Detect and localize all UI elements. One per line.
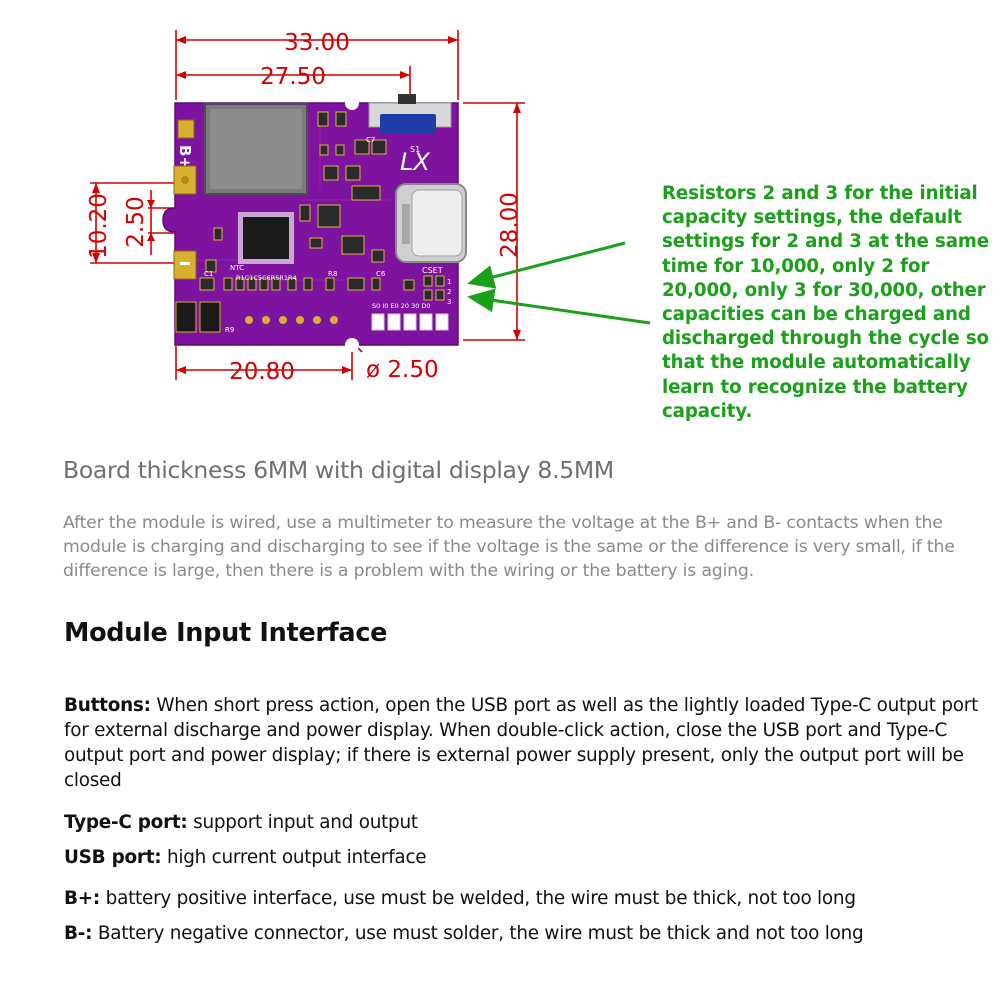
section-title: Module Input Interface: [64, 618, 388, 648]
item-term: Type-C port:: [64, 812, 188, 833]
item-b-minus: B-: Battery negative connector, use must…: [64, 921, 989, 946]
dimension-labels: 33.00 27.50 28.00 10.20 2.50 20.80 ø 2.5…: [86, 30, 523, 385]
dimension-lines: [90, 30, 525, 380]
pcb-board: S1 B+ NTC: [162, 94, 467, 352]
silk-c1: C1: [204, 270, 213, 278]
dim-left-height-inner: 2.50: [123, 196, 149, 247]
item-desc: high current output interface: [161, 847, 427, 868]
silk-c7: C7: [366, 136, 375, 144]
smd-components: [199, 111, 445, 301]
dim-width-inner: 27.50: [260, 64, 326, 90]
silk-c6: C6: [376, 270, 386, 278]
dim-height-total: 28.00: [497, 192, 523, 258]
item-term: USB port:: [64, 847, 162, 868]
switch-s1: S1: [368, 94, 452, 154]
b-plus-pad-top: [177, 119, 195, 139]
board-diagram: 33.00 27.50 28.00 10.20 2.50 20.80 ø 2.5…: [86, 30, 651, 385]
round-pads-row: [245, 316, 338, 324]
ic-chip: [238, 212, 294, 264]
item-usb-port: USB port: high current output interface: [64, 845, 989, 870]
silk-b-plus: B+: [176, 145, 194, 169]
item-desc: battery positive interface, use must be …: [100, 888, 856, 909]
dim-bottom-width: 20.80: [229, 359, 295, 385]
item-buttons: Buttons: When short press action, open t…: [64, 693, 989, 793]
dim-left-height-outer: 10.20: [86, 193, 112, 259]
silk-s-row: S0 I0 E0 20 30 D0: [372, 302, 431, 310]
item-term: B-:: [64, 923, 93, 944]
silk-cset-2: 2: [447, 288, 451, 296]
dim-hole-diameter: ø 2.50: [366, 357, 439, 383]
silk-r9: R9: [225, 326, 234, 334]
item-desc: Battery negative connector, use must sol…: [92, 923, 864, 944]
board-logo: LX: [400, 148, 430, 176]
item-term: Buttons:: [64, 695, 151, 716]
board-thickness-text: Board thickness 6MM with digital display…: [63, 456, 614, 484]
silk-cset-1: 1: [447, 278, 451, 286]
annotation-arrows: [467, 241, 651, 325]
item-type-c-port: Type-C port: support input and output: [64, 810, 989, 835]
item-desc: support input and output: [187, 812, 418, 833]
silk-s1: S1: [410, 145, 420, 154]
usb-c-connector: [395, 183, 467, 263]
dim-width-total: 33.00: [284, 30, 350, 56]
silk-r8: R8: [328, 270, 337, 278]
silk-cset: CSET: [422, 266, 443, 275]
item-b-plus: B+: battery positive interface, use must…: [64, 886, 989, 911]
silk-r-row: R1C1C5C6R5R1R4: [236, 274, 297, 282]
bottom-left-pads: [175, 301, 221, 333]
resistor-annotation: Resistors 2 and 3 for the initial capaci…: [662, 183, 989, 422]
wiring-note: After the module is wired, use a multime…: [63, 513, 955, 581]
silk-cset-3: 3: [447, 298, 451, 306]
item-desc: When short press action, open the USB po…: [64, 695, 979, 791]
item-term: B+:: [64, 888, 101, 909]
led-pads: [371, 313, 449, 331]
silk-ntc: NTC: [230, 264, 244, 272]
